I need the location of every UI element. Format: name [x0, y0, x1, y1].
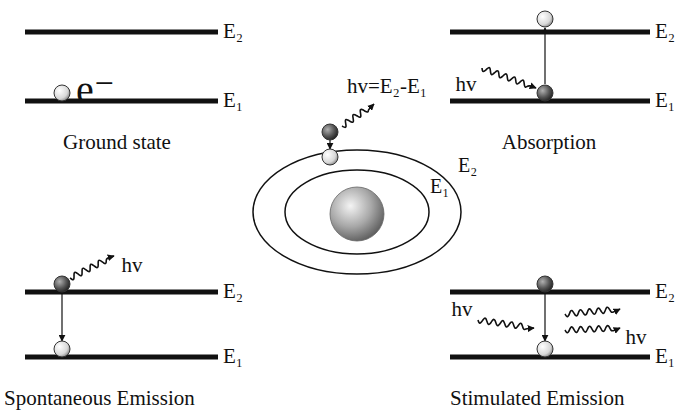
orbits	[253, 150, 461, 274]
photon-wave	[478, 318, 534, 329]
energy-levels	[25, 32, 650, 357]
panel-caption: Absorption	[502, 130, 597, 155]
photon-energy-formula: hv=E₂-E₁	[347, 74, 427, 99]
energy-label: E₁	[223, 88, 243, 113]
photon-label: hv	[626, 325, 647, 350]
photon-waves	[70, 68, 620, 333]
energy-label: E₁	[655, 344, 675, 369]
energy-label: E₂	[655, 279, 675, 304]
photon-label: hv	[122, 253, 143, 278]
panel-caption: Spontaneous Emission	[4, 386, 195, 411]
photon-wave	[342, 104, 374, 127]
energy-label: E₂	[655, 19, 675, 44]
electron-label: e⁻	[76, 66, 115, 114]
photon-label: hv	[456, 72, 477, 97]
energy-label: E₂	[223, 19, 243, 44]
panel-caption: Ground state	[63, 130, 171, 155]
photon-wave	[565, 326, 620, 333]
photon-label: hv	[452, 297, 473, 322]
energy-label: E₁	[655, 88, 675, 113]
photon-wave	[482, 68, 536, 88]
energy-label: E₁	[223, 344, 243, 369]
panel-caption: Stimulated Emission	[450, 386, 624, 411]
electrons	[54, 11, 553, 357]
orbit-label: E₂	[458, 153, 477, 177]
photon-wave	[70, 256, 114, 280]
orbit-label: E₁	[430, 174, 449, 198]
energy-label: E₂	[223, 279, 243, 304]
nucleus	[330, 187, 384, 241]
transition-arrows	[62, 28, 545, 341]
photon-wave	[565, 307, 620, 316]
